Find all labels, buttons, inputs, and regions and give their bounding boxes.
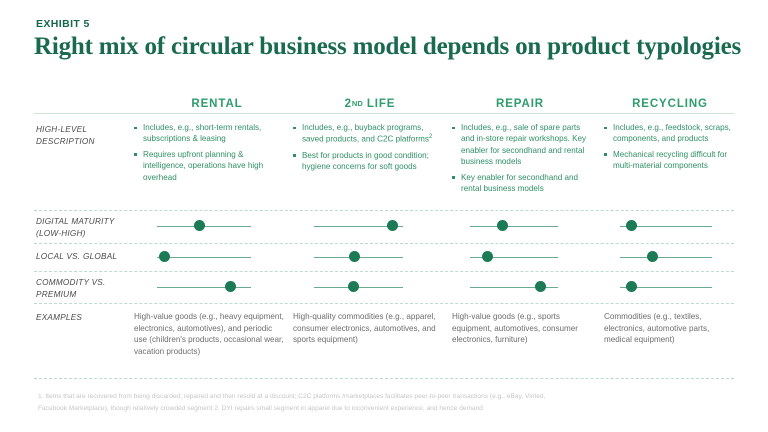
- column-header-rental: RENTAL: [191, 98, 243, 110]
- description-cell-rental: Includes, e.g., short-term rentals, subs…: [134, 122, 282, 183]
- row-label-line1: EXAMPLES: [36, 313, 83, 322]
- slider-track: [620, 256, 712, 258]
- slider-digital-maturity-rental[interactable]: [157, 220, 251, 232]
- footnote: 1. Items that are recovered from being d…: [38, 391, 738, 414]
- slider-dot[interactable]: [347, 281, 359, 292]
- row-label-line2: PREMIUM: [36, 289, 77, 299]
- slider-dot[interactable]: [224, 281, 236, 292]
- row-label-line1: DIGITAL MATURITY: [36, 217, 115, 226]
- column-header-recycling: RECYCLING: [632, 98, 708, 110]
- bullet-item: Includes, e.g., short-term rentals, subs…: [134, 122, 282, 145]
- slider-digital-maturity-repair[interactable]: [470, 220, 558, 232]
- slider-dot[interactable]: [386, 220, 398, 231]
- divider-row-5: [34, 378, 734, 379]
- slider-commodity-vs-premium-recycling[interactable]: [620, 281, 712, 293]
- slider-track: [157, 256, 251, 258]
- divider-row-4: [34, 303, 734, 304]
- slider-local-vs-global-recycling[interactable]: [620, 251, 712, 263]
- column-header-2nd-life-num: 2: [344, 98, 352, 110]
- slider-track: [470, 286, 558, 288]
- footnote-line-1: 1. Items that are recovered from being d…: [38, 393, 546, 400]
- examples-cell-2nd-life: High-quality commodities (e.g., apparel,…: [293, 312, 436, 345]
- slider-track: [157, 286, 251, 288]
- slider-dot[interactable]: [193, 220, 205, 231]
- column-header-repair: REPAIR: [496, 98, 544, 110]
- row-label-commodity-vs-premium: COMMODITY VS. PREMIUM: [36, 277, 154, 301]
- slider-track: [470, 225, 558, 227]
- examples-cell-recycling: Commodities (e.g., textiles, electronics…: [604, 312, 710, 345]
- column-header-2nd-life-sup: ND: [351, 99, 363, 108]
- slider-dot[interactable]: [534, 281, 546, 292]
- divider-row-1: [34, 210, 734, 211]
- row-label-line2: (LOW-HIGH): [36, 228, 86, 238]
- bullet-item: Includes, e.g., buyback programs, saved …: [293, 122, 441, 146]
- slider-track: [620, 225, 712, 227]
- divider-header: [34, 113, 734, 114]
- bullet-item: Includes, e.g., feedstock, scraps, compo…: [604, 122, 739, 145]
- divider-row-3: [34, 271, 734, 272]
- row-label-high-level-description: HIGH-LEVEL DESCRIPTION: [36, 124, 154, 148]
- slider-dot[interactable]: [482, 251, 494, 262]
- slider-track: [314, 225, 403, 227]
- slider-dot[interactable]: [159, 251, 171, 262]
- slider-local-vs-global-rental[interactable]: [157, 251, 251, 263]
- slider-digital-maturity-2nd-life[interactable]: [314, 220, 403, 232]
- page-title: Right mix of circular business model dep…: [34, 33, 742, 60]
- examples-cell-rental: High-value goods (e.g., heavy equipment,…: [134, 312, 284, 357]
- row-label-examples: EXAMPLES: [36, 312, 154, 324]
- row-label-line1: HIGH-LEVEL: [36, 125, 88, 134]
- divider-row-2: [34, 243, 734, 244]
- column-header-2nd-life-suffix: LIFE: [362, 98, 396, 110]
- slider-commodity-vs-premium-2nd-life[interactable]: [314, 281, 403, 293]
- slider-track: [470, 256, 558, 258]
- slider-dot[interactable]: [646, 251, 658, 262]
- description-cell-2nd-life: Includes, e.g., buyback programs, saved …: [293, 122, 441, 173]
- row-label-line1: LOCAL VS. GLOBAL: [36, 252, 118, 261]
- bullet-item: Requires upfront planning & intelligence…: [134, 149, 282, 183]
- bullet-item: Mechanical recycling difficult for multi…: [604, 149, 739, 172]
- row-label-local-vs-global: LOCAL VS. GLOBAL: [36, 251, 154, 263]
- exhibit-label: EXHIBIT 5: [36, 18, 90, 30]
- column-header-2nd-life: 2ND LIFE: [310, 98, 430, 110]
- row-label-line2: DESCRIPTION: [36, 136, 95, 146]
- slider-dot[interactable]: [625, 281, 637, 292]
- bullet-item: Best for products in good condition; hyg…: [293, 150, 441, 173]
- description-cell-recycling: Includes, e.g., feedstock, scraps, compo…: [604, 122, 739, 172]
- slider-track: [620, 286, 712, 288]
- slider-commodity-vs-premium-rental[interactable]: [157, 281, 251, 293]
- examples-cell-repair: High-value goods (e.g., sports equipment…: [452, 312, 578, 345]
- slider-dot[interactable]: [497, 220, 509, 231]
- slider-local-vs-global-2nd-life[interactable]: [314, 251, 403, 263]
- row-label-line1: COMMODITY VS.: [36, 278, 106, 287]
- slider-dot[interactable]: [348, 251, 360, 262]
- bullet-item: Key enabler for secondhand and rental bu…: [452, 172, 592, 195]
- bullet-text: Includes, e.g., buyback programs, saved …: [302, 123, 429, 145]
- slider-digital-maturity-recycling[interactable]: [620, 220, 712, 232]
- row-label-digital-maturity: DIGITAL MATURITY (LOW-HIGH): [36, 216, 154, 240]
- description-cell-repair: Includes, e.g., sale of spare parts and …: [452, 122, 592, 195]
- bullet-footnote-ref: 2: [428, 134, 433, 141]
- bullet-item: Includes, e.g., sale of spare parts and …: [452, 122, 592, 168]
- slider-commodity-vs-premium-repair[interactable]: [470, 281, 558, 293]
- slider-dot[interactable]: [626, 220, 638, 231]
- footnote-line-2: Facebook Marketplace), though relatively…: [38, 404, 483, 412]
- slider-local-vs-global-repair[interactable]: [470, 251, 558, 263]
